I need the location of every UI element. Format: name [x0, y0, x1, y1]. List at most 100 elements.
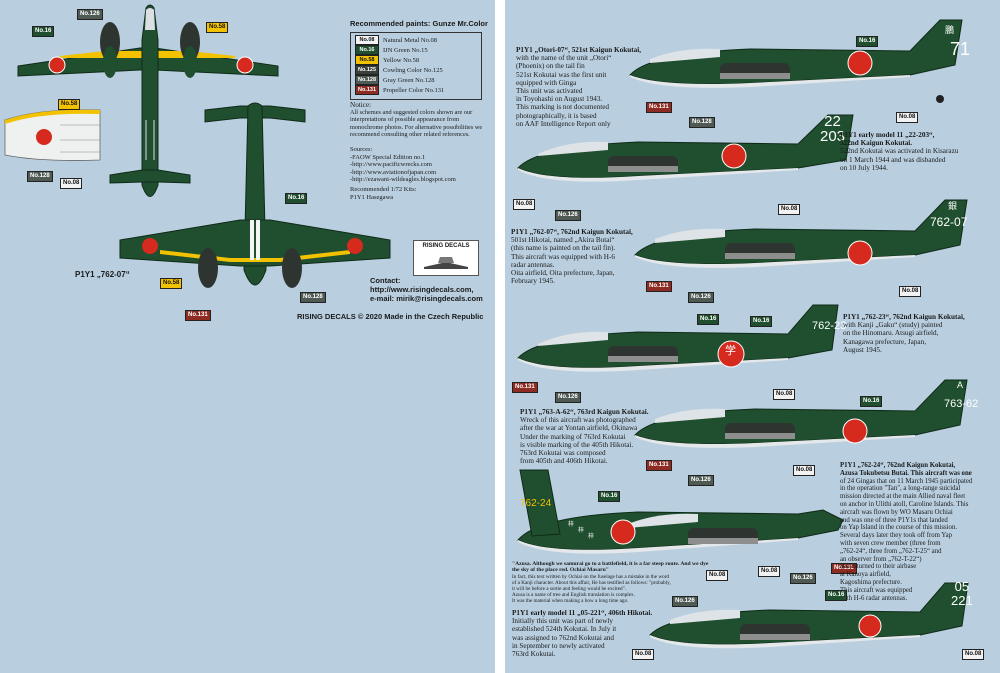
fuselage-kanji-4: 学 [725, 345, 736, 357]
source-item: -FAOW Special Edition no.1 [350, 153, 426, 161]
desc-line: was assigned to 762nd Kokutai and [512, 633, 615, 642]
footer: RISING DECALS © 2020 Made in the Czech R… [297, 312, 483, 321]
paint-code: No.58 [355, 55, 379, 65]
tag-a6-1: No.16 [598, 491, 621, 502]
paint-label: Gray Green No.128 [383, 76, 435, 84]
tag-a7-2: No.16 [825, 590, 848, 601]
desc-line: and was one of three P1Y1s that landed [840, 516, 948, 524]
tag-a1-4: No.128 [689, 117, 715, 128]
paint-row: No.128 Gray Green No.128 [355, 75, 434, 85]
desc-line: photographically, it is based [516, 111, 597, 120]
desc-line: in September to newly activated [512, 641, 605, 650]
desc-line: Oita airfield, Oita prefecture, Japan, [511, 269, 615, 278]
tag-top-wing-a: No.16 [32, 26, 55, 37]
tag-a5-4: No.08 [793, 465, 816, 476]
notice-block: Notice: All schemes and suggested colors… [350, 101, 490, 138]
quote-line: It was the material when making a bow a … [512, 597, 629, 604]
quote-line: of a Kanji character. About this affair,… [512, 579, 671, 586]
svg-text:梓: 梓 [588, 532, 594, 540]
aircraft-profile-6: 梓梓梓 [517, 469, 844, 554]
desc-line: 522nd Kokutai was activated in Kisarazu [840, 147, 959, 156]
tag-a7-4: No.08 [962, 649, 985, 660]
desc-line: after the war at Yontan airfield, Okinaw… [520, 424, 638, 433]
contact-title: Contact: [370, 276, 401, 285]
source-item: -http://ezawani-wildeagles.blogspot.com [350, 176, 456, 183]
tag-detail-yellow: No.58 [58, 99, 81, 110]
kits-value: P1Y1 Hasegawa [350, 193, 394, 201]
desc-line: Kagoshima prefecture. [840, 578, 902, 586]
brand-logo-text: RISING DECALS [422, 243, 470, 249]
tag-a1-1: No.16 [856, 36, 879, 47]
tag-top-wing-b: No.58 [206, 22, 229, 33]
tag-a5-3: No.126 [688, 475, 714, 486]
tag-under-yellow: No.58 [160, 278, 183, 289]
tail-code-1: 71 [950, 39, 971, 59]
tail-code-6: 762-24 [520, 498, 552, 509]
desc-line: with the name of the unit „Otori“ [516, 54, 612, 63]
desc-line: 763rd Kokutai was composed [520, 449, 606, 458]
tag-a2-3: No.08 [778, 204, 801, 215]
quote-line: In fact, this text written by Ochiai on … [512, 573, 670, 580]
desc-line: February 1945. [511, 277, 555, 286]
desc-a5: P1Y1 „763-A-62“, 763rd Kaigun Kokutai. W… [520, 408, 680, 465]
tag-a3-1: No.131 [646, 281, 672, 292]
tail-kanji-5: A [957, 380, 964, 390]
desc-line: in Toyohashi on August 1943. [516, 95, 603, 104]
notice-text: All schemes and suggested colors shown a… [350, 109, 483, 138]
paint-code: No.128 [355, 75, 379, 85]
desc-line: August 1945. [843, 345, 882, 354]
notice-title: Notice: [350, 101, 372, 109]
tail-code-5: 763-62 [944, 398, 979, 410]
desc-line: on Yap Island in the course of this miss… [840, 524, 958, 532]
tag-a3-4: No.16 [750, 316, 773, 327]
paints-title: Recommended paints: Gunze Mr.Color [350, 19, 488, 28]
aircraft-profile-4 [517, 304, 839, 372]
desc-line: with H-6 radar antennas. [840, 594, 908, 602]
tail-code-7: 05 221 [951, 579, 973, 608]
tag-a7-1: No.126 [672, 596, 698, 607]
contact-email[interactable]: e-mail: mirik@risingdecals.com [370, 294, 483, 303]
quote-line: Azusa is a name of tree and English tran… [512, 591, 635, 598]
tag-a7-3: No.08 [632, 649, 655, 660]
paint-code: No.08 [355, 35, 379, 45]
desc-line: is visible marking of the 405th Hikotai. [520, 440, 634, 449]
svg-text:梓: 梓 [568, 520, 574, 528]
desc-a1: P1Y1 „Otori-07“, 521st Kaigun Kokutai, w… [516, 46, 666, 128]
tag-a4-3: No.126 [555, 392, 581, 403]
tag-a4-2: No.131 [512, 382, 538, 393]
kits-title: Recommended 1/72 Kits: [350, 186, 417, 193]
left-caption: P1Y1 „762-07“ [75, 270, 130, 279]
tag-under-gray: No.128 [300, 292, 326, 303]
desc-line: This unit was activated [516, 87, 583, 96]
brand-logo: RISING DECALS [413, 240, 479, 276]
desc-a1-title: P1Y1 „Otori-07“, 521st Kaigun Kokutai, [516, 46, 641, 54]
source-item: -http://www.aviationofjapan.com [350, 168, 437, 176]
desc-a6-title: P1Y1 „762-24“, 762nd Kaigun Kokutai, [840, 462, 956, 469]
desc-line: This marking is not documented [516, 103, 610, 112]
tag-a6-2: No.08 [706, 570, 729, 581]
tag-a6-4: No.126 [790, 573, 816, 584]
tag-detail-white: No.08 [60, 178, 83, 189]
desc-line: (this name is painted on the tail fin). [511, 244, 616, 253]
desc-line: in the operation "Tan", a long-range sui… [840, 485, 961, 493]
tag-a5-1: No.16 [860, 396, 883, 407]
desc-a3-title: P1Y1 „762-07“, 762nd Kaigun Kokutai, [511, 228, 633, 236]
tail-code-3: 762-07 [930, 215, 968, 229]
panel-divider [495, 0, 505, 673]
contact-web[interactable]: http://www.risingdecals.com, [370, 285, 474, 294]
desc-line: „762-24“, three from „762-T-25“ and [840, 547, 942, 555]
tag-under-green: No.16 [285, 193, 308, 204]
desc-a6: P1Y1 „762-24“, 762nd Kaigun Kokutai, Azu… [840, 462, 998, 602]
aircraft-profile-2 [517, 114, 854, 182]
desc-a4-title: P1Y1 „762-23“, 762nd Kaigun Kokutai, [843, 313, 965, 321]
desc-line: Several days later they took off from Ya… [840, 532, 952, 540]
desc-line: radar antennas. [511, 260, 555, 269]
desc-a2: P1Y1 early model 11 „22-203“, 522nd Kaig… [840, 131, 995, 172]
desc-line: 501st Hikotai, named „Akira Butai“ [511, 236, 615, 245]
tag-a6-3: No.08 [758, 566, 781, 577]
tag-a6-5: No.131 [831, 563, 857, 574]
desc-line: with seven crew member (three from [840, 539, 941, 547]
